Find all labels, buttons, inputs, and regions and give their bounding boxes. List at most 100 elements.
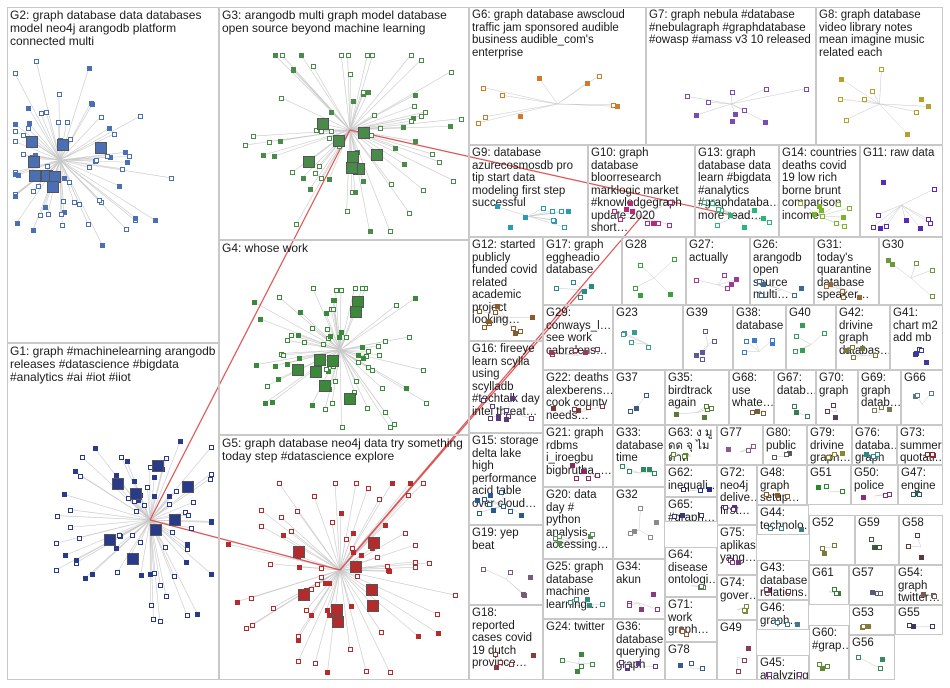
graph-node bbox=[262, 401, 268, 407]
graph-node bbox=[88, 100, 94, 106]
graph-node bbox=[407, 334, 413, 340]
graph-node bbox=[333, 378, 339, 384]
graph-node bbox=[859, 346, 865, 352]
group-box-g60: G60: #grap… bbox=[809, 625, 849, 680]
graph-node bbox=[297, 356, 303, 362]
graph-node bbox=[697, 487, 703, 493]
edge bbox=[339, 482, 393, 571]
graph-node bbox=[168, 175, 174, 181]
group-label-g48: G48: graph setup… bbox=[760, 467, 800, 504]
edge bbox=[339, 346, 379, 351]
graph-node bbox=[508, 508, 514, 514]
group-box-g47: G47: engine bbox=[898, 465, 943, 505]
edge bbox=[59, 159, 75, 203]
graph-node bbox=[76, 535, 82, 541]
graph-node bbox=[284, 361, 290, 367]
group-box-g51: G51 bbox=[807, 465, 851, 505]
graph-node bbox=[822, 331, 828, 337]
edge bbox=[901, 204, 929, 220]
graph-node bbox=[798, 285, 804, 291]
graph-node bbox=[850, 354, 856, 360]
group-label-g3: G3: arangodb multi graph model database … bbox=[222, 8, 447, 35]
graph-node bbox=[389, 481, 395, 486]
group-label-g11: G11: raw data bbox=[863, 147, 935, 159]
edge bbox=[326, 569, 341, 611]
group-label-g30: G30 bbox=[882, 239, 904, 251]
edge bbox=[879, 69, 882, 105]
graph-node bbox=[331, 307, 337, 312]
group-label-g56: G56 bbox=[852, 637, 874, 649]
graph-node bbox=[408, 53, 414, 58]
edge bbox=[479, 310, 507, 318]
graph-node bbox=[67, 525, 73, 531]
graph-node bbox=[379, 629, 385, 635]
graph-node bbox=[348, 604, 354, 610]
group-box-g70: G70: graph bbox=[816, 370, 858, 425]
group-label-g22: G22: deaths alexberens… cook county need… bbox=[546, 372, 613, 422]
graph-node bbox=[668, 200, 674, 206]
graph-node bbox=[26, 121, 32, 127]
graph-node bbox=[360, 356, 366, 362]
graph-node bbox=[632, 529, 638, 535]
graph-node bbox=[766, 219, 772, 225]
edge bbox=[641, 216, 670, 226]
graph-node bbox=[294, 508, 300, 514]
edge bbox=[555, 288, 583, 290]
graph-node bbox=[700, 666, 706, 672]
edge bbox=[129, 519, 151, 558]
group-label-g36: G36: database querying graph bbox=[616, 621, 664, 671]
graph-node bbox=[590, 532, 596, 538]
graph-node bbox=[374, 555, 380, 561]
graph-node bbox=[378, 125, 384, 131]
graph-node bbox=[298, 309, 304, 315]
edge bbox=[347, 54, 351, 131]
graph-node bbox=[338, 510, 344, 516]
graph-node bbox=[832, 451, 838, 457]
graph-node bbox=[151, 617, 157, 623]
graph-node bbox=[871, 408, 877, 414]
group-box-g45: G45: analyzing relations… bbox=[757, 655, 809, 680]
graph-node bbox=[271, 154, 277, 160]
group-box-g11: G11: raw data bbox=[860, 145, 943, 237]
graph-node bbox=[699, 356, 705, 362]
group-label-g40: G40 bbox=[789, 307, 811, 319]
graph-node bbox=[749, 410, 755, 416]
graph-node bbox=[866, 623, 872, 629]
edge bbox=[349, 106, 414, 131]
graph-node bbox=[680, 486, 686, 492]
group-label-g62: G62: inequali… bbox=[668, 467, 717, 492]
graph-node bbox=[323, 581, 329, 587]
graph-node bbox=[627, 530, 633, 536]
graph-node bbox=[559, 209, 565, 215]
graph-node bbox=[594, 346, 600, 352]
graph-node bbox=[164, 593, 170, 599]
edge bbox=[910, 269, 933, 279]
graph-node bbox=[633, 405, 639, 411]
edge bbox=[730, 88, 807, 105]
graph-node bbox=[412, 92, 418, 98]
graph-node bbox=[599, 404, 605, 410]
edge bbox=[149, 519, 161, 622]
graph-node bbox=[360, 179, 366, 185]
graph-node bbox=[333, 288, 339, 294]
graph-node bbox=[324, 608, 330, 614]
graph-node bbox=[500, 503, 506, 509]
graph-node bbox=[824, 284, 830, 290]
edge bbox=[339, 298, 416, 351]
graph-node bbox=[745, 448, 751, 454]
graph-node bbox=[572, 348, 578, 354]
graph-node bbox=[742, 349, 748, 355]
group-box-g4: G4: whose work bbox=[219, 240, 469, 435]
group-label-g14: G14: countries deaths covid 19 low rich … bbox=[782, 147, 857, 222]
edge bbox=[653, 277, 670, 294]
graph-node bbox=[496, 413, 502, 419]
group-box-g34: G34: akun bbox=[613, 559, 665, 619]
graph-node bbox=[339, 425, 345, 430]
group-label-g78: G78 bbox=[668, 644, 690, 656]
graph-node bbox=[831, 402, 837, 408]
graph-node bbox=[754, 409, 760, 415]
group-label-g19: G19: yep beat bbox=[472, 527, 519, 552]
graph-node bbox=[726, 446, 732, 452]
graph-node bbox=[63, 553, 69, 559]
graph-node bbox=[158, 582, 164, 588]
